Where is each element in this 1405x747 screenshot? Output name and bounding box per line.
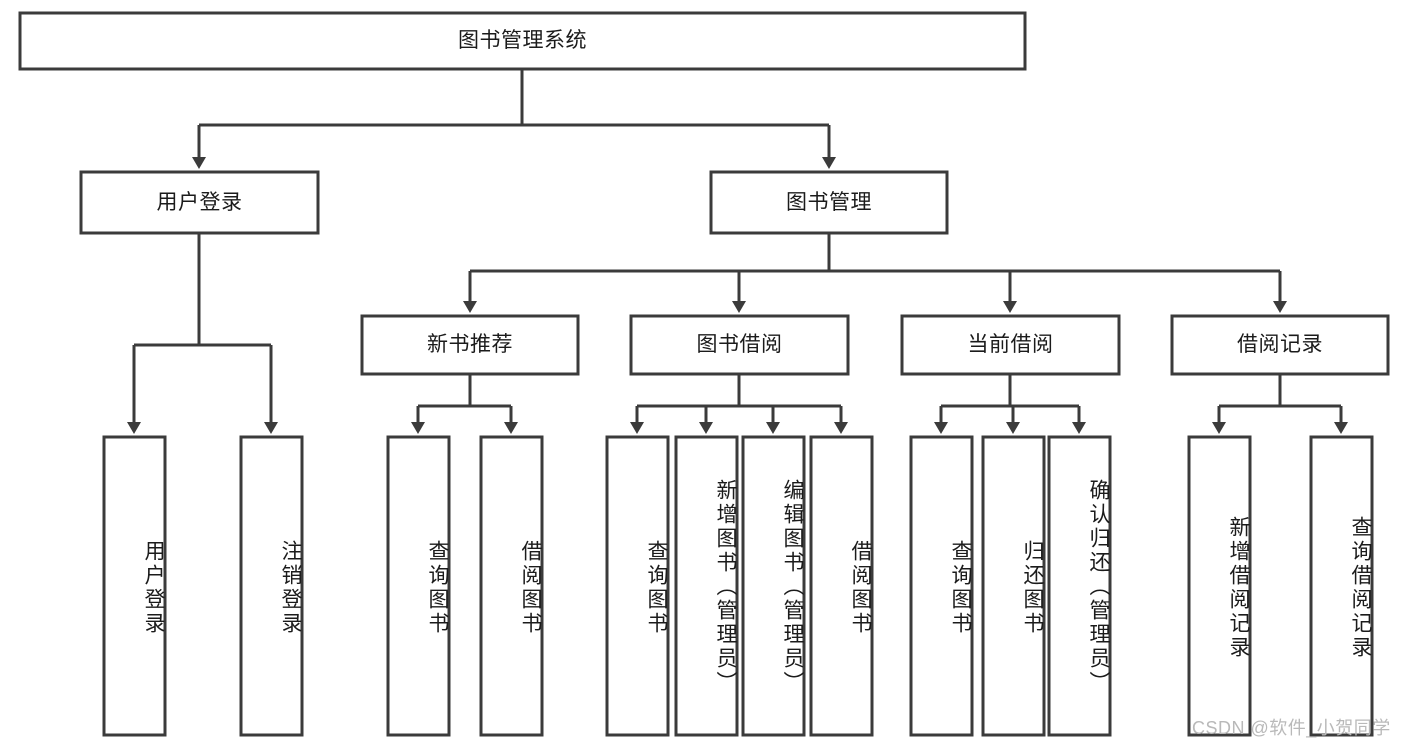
node-leaf-query-borrow-record[interactable] xyxy=(1309,435,1374,737)
node-leaf-user-logout[interactable] xyxy=(239,435,304,737)
node-leaf-user-login[interactable] xyxy=(102,435,167,737)
node-root-book-management-system[interactable] xyxy=(18,11,1027,71)
node-leaf-add-borrow-record[interactable] xyxy=(1187,435,1252,737)
node-book-borrow[interactable] xyxy=(629,314,850,376)
node-leaf-query-book-1[interactable] xyxy=(386,435,451,737)
watermark-text: CSDN @软件_小贺同学 xyxy=(1192,718,1391,738)
node-leaf-query-book-3[interactable] xyxy=(909,435,974,737)
connector-book-management-to-level3 xyxy=(463,233,1287,313)
connector-book-borrow-to-leaves xyxy=(630,374,848,434)
connector-borrow-record-to-leaves xyxy=(1212,374,1348,434)
node-new-book-recommend[interactable] xyxy=(360,314,580,376)
node-leaf-borrow-book-1[interactable] xyxy=(479,435,544,737)
node-book-management[interactable] xyxy=(709,170,949,235)
node-leaf-edit-book[interactable] xyxy=(741,435,806,737)
connector-root-to-level2 xyxy=(192,69,836,169)
node-leaf-add-book[interactable] xyxy=(674,435,739,737)
connector-current-borrow-to-leaves xyxy=(934,374,1086,434)
node-leaf-borrow-book-2[interactable] xyxy=(809,435,874,737)
connector-user-login-to-leaves xyxy=(127,233,278,434)
node-current-borrow[interactable] xyxy=(900,314,1121,376)
node-borrow-record[interactable] xyxy=(1170,314,1390,376)
node-leaf-confirm-return[interactable] xyxy=(1047,435,1112,737)
node-leaf-return-book[interactable] xyxy=(981,435,1046,737)
connector-new-book-recommend-to-leaves xyxy=(411,374,518,434)
node-leaf-query-book-2[interactable] xyxy=(605,435,670,737)
node-user-login[interactable] xyxy=(79,170,320,235)
